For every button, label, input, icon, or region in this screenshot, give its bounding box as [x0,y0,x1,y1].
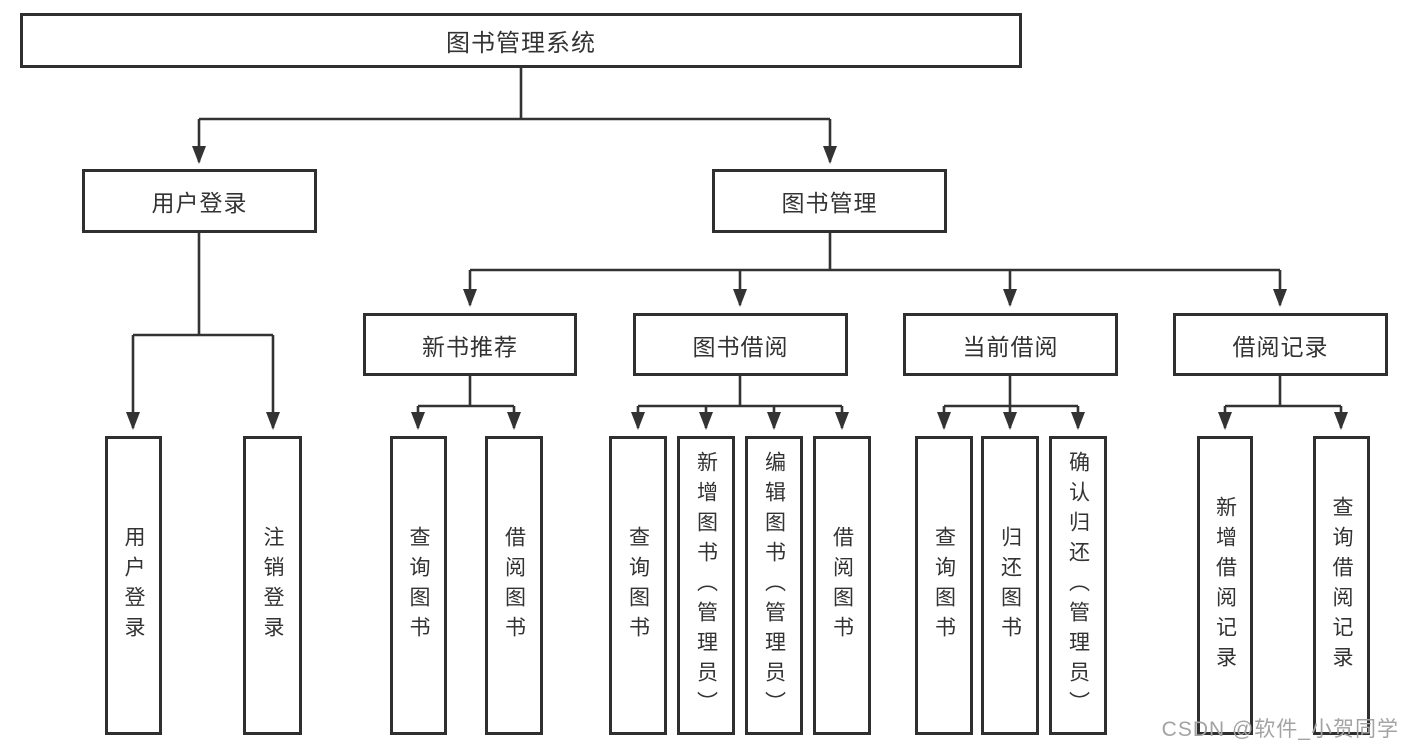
node-new-book-recommend: 新书推荐 [363,313,577,376]
leaf-logout: 注销登录 [243,436,302,735]
leaf-label: 编辑图书（管理员） [762,450,786,721]
leaf-label: 查询图书 [407,525,430,646]
leaf-add-borrow-record: 新增借阅记录 [1197,436,1253,735]
leaf-edit-book-admin: 编辑图书（管理员） [745,436,803,735]
node-label: 用户登录 [151,190,248,216]
node-system-root: 图书管理系统 [20,13,1022,68]
leaf-label: 归还图书 [998,525,1022,646]
leaf-borrow-book: 借阅图书 [813,436,871,735]
leaf-label: 借阅图书 [830,525,854,646]
node-label: 当前借阅 [962,333,1059,360]
leaf-label: 用户登录 [122,525,145,646]
node-label: 借阅记录 [1232,333,1329,360]
leaf-query-book-borrow: 查询图书 [609,436,667,735]
leaf-label: 新增图书（管理员） [694,450,718,721]
node-borrow-record: 借阅记录 [1173,313,1388,376]
node-book-management: 图书管理 [712,169,947,233]
leaf-return-book: 归还图书 [981,436,1039,735]
leaf-label: 借阅图书 [502,525,526,646]
leaf-user-login: 用户登录 [105,436,162,735]
leaf-query-borrow-record: 查询借阅记录 [1313,436,1370,735]
leaf-query-book-recommend: 查询图书 [390,436,447,735]
csdn-watermark: CSDN @软件_小贺同学 [1161,718,1399,741]
node-label: 图书借阅 [692,333,789,360]
node-book-borrow: 图书借阅 [633,313,848,376]
leaf-label: 确认归还（管理员） [1066,450,1090,721]
node-label: 图书管理系统 [446,30,596,57]
node-label: 新书推荐 [422,333,518,360]
leaf-label: 查询图书 [932,525,956,646]
node-user-login: 用户登录 [82,169,317,233]
leaf-label: 查询借阅记录 [1330,495,1353,676]
leaf-borrow-book-recommend: 借阅图书 [485,436,543,735]
leaf-label: 新增借阅记录 [1213,495,1237,676]
leaf-confirm-return-admin: 确认归还（管理员） [1049,436,1107,735]
leaf-add-book-admin: 新增图书（管理员） [677,436,735,735]
node-current-borrow: 当前借阅 [903,313,1118,376]
leaf-label: 注销登录 [261,525,284,646]
leaf-label: 查询图书 [626,525,650,646]
node-label: 图书管理 [781,190,878,216]
leaf-query-book-current: 查询图书 [915,436,973,735]
